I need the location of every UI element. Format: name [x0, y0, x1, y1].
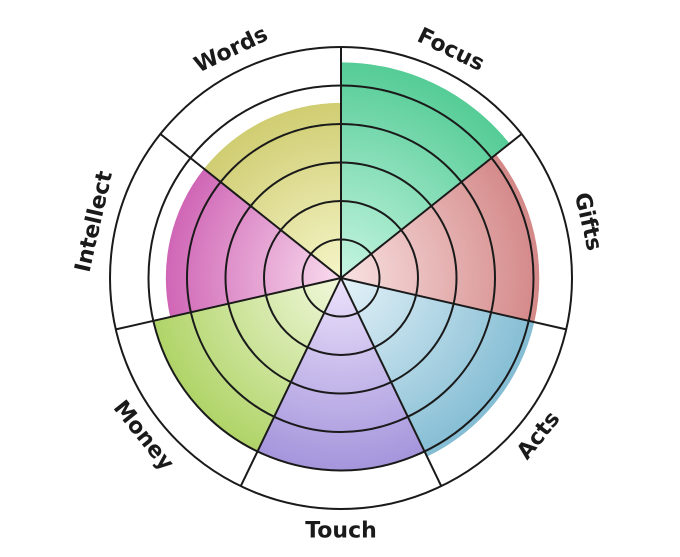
wedge-gifts [341, 154, 540, 323]
wedge-acts [341, 278, 535, 457]
spoke-line [115, 277, 342, 331]
label-gifts: Gifts [569, 190, 606, 253]
spoke-line [239, 277, 342, 487]
label-focus: Focus [413, 23, 488, 76]
wedge-focus [341, 62, 510, 279]
spoke-line [340, 133, 523, 279]
wedge-intellect [165, 168, 341, 317]
wedge-words [204, 102, 341, 279]
label-money: Money [108, 396, 179, 476]
spoke-line [340, 277, 443, 487]
spoke-layer [115, 47, 567, 487]
label-acts: Acts [512, 407, 565, 465]
outer-circle [109, 46, 573, 510]
wedge-touch [257, 278, 425, 471]
spoke-line [340, 277, 567, 331]
label-words: Words [191, 22, 272, 78]
label-touch: Touch [305, 519, 377, 544]
spoke-line [159, 133, 342, 279]
